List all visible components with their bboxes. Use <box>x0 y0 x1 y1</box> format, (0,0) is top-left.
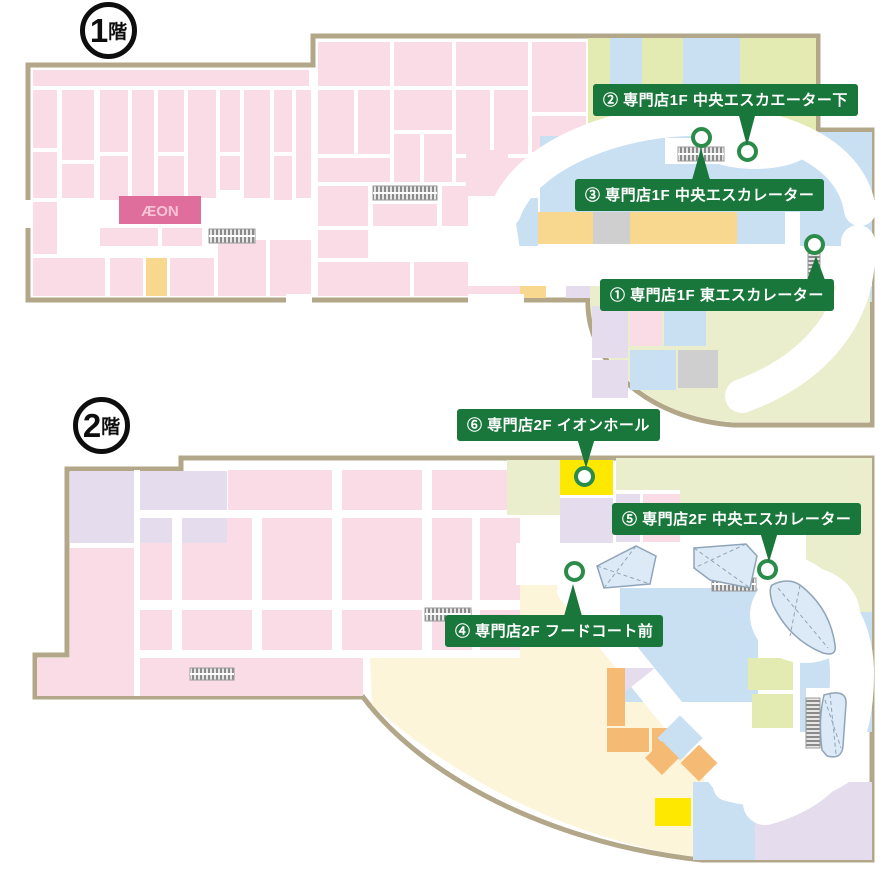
escalator-hatch-west-2f <box>189 667 235 681</box>
marker-label-3[interactable]: ③ 専門店1F 中央エスカレーター <box>575 179 825 211</box>
store-yellow-block <box>146 258 167 296</box>
food-court-seating <box>607 668 718 782</box>
marker-label-4[interactable]: ④ 専門店2F フードコート前 <box>445 615 664 647</box>
walkways-1f <box>24 103 876 413</box>
label-pointer-2 <box>738 112 756 146</box>
aeon-logo: ÆON <box>119 196 201 224</box>
marker-label-1[interactable]: ① 専門店1F 東エスカレーター <box>600 279 834 311</box>
escalator-hatch-aeon <box>208 228 256 244</box>
marker-label-6[interactable]: ⑥ 専門店2F イオンホール <box>457 409 660 441</box>
escalator-hatch-center-left <box>372 185 438 201</box>
aeon-logo-text: ÆON <box>141 203 179 220</box>
floor-1-number: 1 <box>89 12 109 49</box>
floor-2-suffix: 階 <box>101 417 121 438</box>
aisles-2f <box>134 470 520 696</box>
label-pointer-6 <box>577 438 595 468</box>
marker-circle-5[interactable] <box>757 559 778 580</box>
atrium-openings <box>596 543 847 758</box>
marker-circle-6[interactable] <box>574 466 595 487</box>
floor-2-number: 2 <box>82 407 102 444</box>
label-pointer-5 <box>760 532 778 562</box>
marker-label-5[interactable]: ⑤ 専門店2F 中央エスカレーター <box>612 503 862 535</box>
floor-1-suffix: 階 <box>108 22 128 43</box>
label-pointer-3 <box>692 148 710 180</box>
marker-circle-4[interactable] <box>564 561 585 582</box>
label-pointer-1 <box>807 256 825 280</box>
tenant-lavender-topleft <box>70 471 227 543</box>
marker-label-2[interactable]: ② 専門店1F 中央エスカエーター下 <box>593 84 858 116</box>
escalator-hatch-east-2f <box>805 697 821 749</box>
marker-circle-3[interactable] <box>691 127 712 148</box>
aeon-store-blocks <box>33 42 586 296</box>
marker-circle-1[interactable] <box>804 234 825 255</box>
label-pointer-4 <box>564 584 582 616</box>
